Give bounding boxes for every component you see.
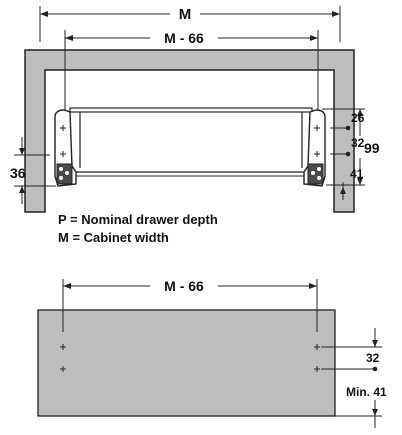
front-vertical-dimensions: 32 Min. 41 — [321, 328, 387, 428]
left-vertical-dimension: 36 — [10, 137, 56, 204]
label-32-bottom: 32 — [366, 351, 380, 365]
label-m-66-bottom: M - 66 — [164, 278, 204, 294]
left-drawer-runner — [54, 109, 77, 187]
dimension-cabinet-width: M — [39, 6, 341, 42]
label-min-41: Min. 41 — [346, 385, 387, 399]
drawer-box — [69, 107, 313, 177]
drawer-front-view: M - 66 32 Min. 41 — [37, 278, 387, 428]
mounting-hole-marks — [60, 344, 320, 372]
dimension-inner-width-bottom: M - 66 — [62, 278, 318, 332]
cabinet-outline — [24, 49, 355, 213]
label-36: 36 — [10, 165, 26, 181]
label-m-66-top: M - 66 — [164, 30, 204, 46]
right-vertical-dimensions: 26 32 99 41 — [322, 108, 380, 200]
drawer-front-panel — [37, 309, 336, 417]
dimension-inner-width-top: M - 66 — [64, 30, 319, 110]
label-41-top: 41 — [350, 167, 364, 181]
legend-nominal-depth: P = Nominal drawer depth — [58, 212, 218, 227]
label-26: 26 — [351, 111, 365, 125]
right-drawer-runner — [303, 109, 326, 187]
label-m: M — [179, 6, 192, 23]
label-99: 99 — [364, 140, 380, 156]
label-32-top: 32 — [351, 136, 365, 150]
cabinet-section-view: M M - 66 — [10, 6, 380, 213]
legend-cabinet-width: M = Cabinet width — [58, 230, 169, 245]
